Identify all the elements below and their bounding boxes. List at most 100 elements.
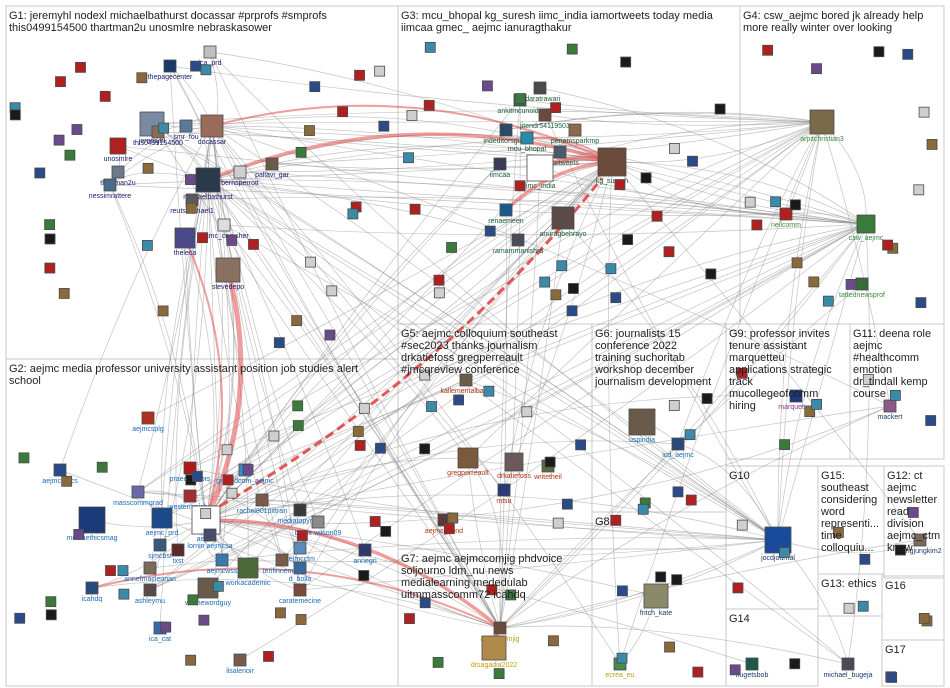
node-unlabeled[interactable] <box>263 651 274 662</box>
node-unlabeled[interactable] <box>45 596 57 608</box>
node-unlabeled[interactable] <box>493 668 505 679</box>
node-unlabeled[interactable] <box>200 508 212 519</box>
node-unlabeled[interactable] <box>907 507 919 518</box>
node-unlabeled[interactable] <box>423 100 435 111</box>
node-aejmcwss[interactable]: aejmcwss <box>207 553 238 575</box>
node-annefmaclennan[interactable]: annefmaclennan <box>124 561 176 583</box>
node-unlabeled[interactable] <box>221 444 233 456</box>
node-unlabeled[interactable] <box>620 56 632 68</box>
node-unlabeled[interactable] <box>198 614 210 626</box>
node-unlabeled[interactable] <box>873 46 885 58</box>
node-unlabeled[interactable] <box>424 41 436 53</box>
node-unlabeled[interactable] <box>222 474 234 486</box>
node-unlabeled[interactable] <box>433 274 445 286</box>
node-unlabeled[interactable] <box>295 146 307 158</box>
node-thartman2u[interactable]: thartman2u <box>100 165 136 187</box>
node-unlabeled[interactable] <box>295 614 307 625</box>
node-unlabeled[interactable] <box>136 72 148 84</box>
node-unlabeled[interactable] <box>616 652 628 664</box>
node-brucewilson09[interactable]: bruce wilson09 <box>295 515 342 537</box>
node-unlabeled[interactable] <box>886 672 898 683</box>
node-iimc_india[interactable]: iimc_india <box>524 154 556 190</box>
node-unlabeled[interactable] <box>566 305 578 317</box>
node-smr_foundation[interactable]: smr_fou <box>173 119 199 141</box>
node-unlabeled[interactable] <box>521 406 533 418</box>
node-unlabeled[interactable] <box>610 514 622 526</box>
node-unlabeled[interactable] <box>73 528 85 540</box>
node-unlabeled[interactable] <box>882 239 894 251</box>
node-unlabeled[interactable] <box>687 155 698 167</box>
node-unlabeled[interactable] <box>96 461 108 473</box>
node-unlabeled[interactable] <box>862 373 874 385</box>
node-lisalenoir[interactable]: lisalenoir <box>226 653 254 675</box>
node-csw_aejmc[interactable]: csw_aejmc <box>849 214 884 242</box>
node-unlabeled[interactable] <box>902 48 914 60</box>
node-unlabeled[interactable] <box>309 81 321 93</box>
node-nessimrattere[interactable]: nessimrattere <box>89 178 132 200</box>
node-unlabeled[interactable] <box>913 184 925 196</box>
node-unlabeled[interactable] <box>141 240 153 251</box>
node-unlabeled[interactable] <box>668 400 680 411</box>
node-txst[interactable]: txst <box>171 543 185 565</box>
node-stevedepo[interactable]: stevedepo <box>212 257 244 291</box>
node-icd_aejmc[interactable]: icd_aejmc <box>662 437 694 459</box>
node-unlabeled[interactable] <box>419 443 431 455</box>
node-jocdjournal[interactable]: jocdjournal <box>760 526 795 562</box>
node-unlabeled[interactable] <box>352 426 364 437</box>
node-unlabeled[interactable] <box>514 93 526 104</box>
node-unlabeled[interactable] <box>157 305 169 317</box>
node-unlabeled[interactable] <box>292 400 304 412</box>
node-unlabeled[interactable] <box>358 570 370 581</box>
node-unlabeled[interactable] <box>505 589 517 601</box>
node-unlabeled[interactable] <box>915 297 927 309</box>
node-unlabeled[interactable] <box>845 279 857 290</box>
node-unlabeled[interactable] <box>637 503 649 515</box>
node-unlabeled[interactable] <box>482 80 493 92</box>
node-unlabeled[interactable] <box>895 544 906 556</box>
node-unlabeled[interactable] <box>736 519 748 531</box>
node-unlabeled[interactable] <box>446 242 457 253</box>
node-arpitchristian3[interactable]: arpitchristian3 <box>800 109 844 143</box>
node-unlabeled[interactable] <box>790 199 801 211</box>
node-bernsperrott[interactable]: bernsperrott <box>221 165 259 187</box>
node-mtsu[interactable]: mtsu <box>496 483 512 505</box>
node-unlabeled[interactable] <box>409 203 421 215</box>
node-unlabeled[interactable] <box>672 486 684 498</box>
node-unlabeled[interactable] <box>651 210 663 222</box>
node-mediaethicsmag[interactable]: mediaethicsmag <box>67 506 118 542</box>
node-unlabeled[interactable] <box>14 612 26 624</box>
node-unlabeled[interactable] <box>296 530 308 541</box>
node-neilcomm[interactable]: neilcomm <box>771 207 801 229</box>
node-unlabeled[interactable] <box>484 225 496 237</box>
node-unlabeled[interactable] <box>567 283 579 294</box>
node-unlabeled[interactable] <box>273 337 285 349</box>
node-unlabeled[interactable] <box>663 246 675 258</box>
node-unlabeled[interactable] <box>275 607 286 619</box>
node-drsagadia2022[interactable]: drsagadia2022 <box>471 635 517 669</box>
node-unlabeled[interactable] <box>539 276 551 288</box>
node-unlabeled[interactable] <box>926 139 938 150</box>
node-jitendra54119503[interactable]: jitendr54119503 <box>519 108 570 130</box>
node-unlabeled[interactable] <box>212 580 224 592</box>
node-aejmcctm[interactable]: aejmcctm <box>285 541 315 563</box>
node-ramrammmanishra[interactable]: ramammanishra <box>493 233 544 255</box>
node-unlabeled[interactable] <box>118 588 130 600</box>
node-unlabeled[interactable] <box>550 102 562 114</box>
node-unlabeled[interactable] <box>44 262 56 274</box>
node-unlabeled[interactable] <box>326 285 338 297</box>
node-unlabeled[interactable] <box>556 260 568 272</box>
node-unlabeled[interactable] <box>575 439 587 451</box>
node-unlabeled[interactable] <box>190 60 201 72</box>
node-annegri[interactable]: annegri <box>353 543 377 565</box>
node-unlabeled[interactable] <box>305 256 316 268</box>
node-unlabeled[interactable] <box>664 641 675 653</box>
node-unlabeled[interactable] <box>732 582 744 594</box>
node-unlabeled[interactable] <box>685 494 697 506</box>
node-unlabeled[interactable] <box>918 106 930 118</box>
node-sjmcbst[interactable]: sjmcbst <box>148 538 172 560</box>
node-unlabeled[interactable] <box>701 393 713 404</box>
node-unlabeled[interactable] <box>71 124 83 135</box>
node-unlabeled[interactable] <box>610 292 622 304</box>
node-unlabeled[interactable] <box>808 276 820 288</box>
node-unlabeled[interactable] <box>692 666 704 678</box>
